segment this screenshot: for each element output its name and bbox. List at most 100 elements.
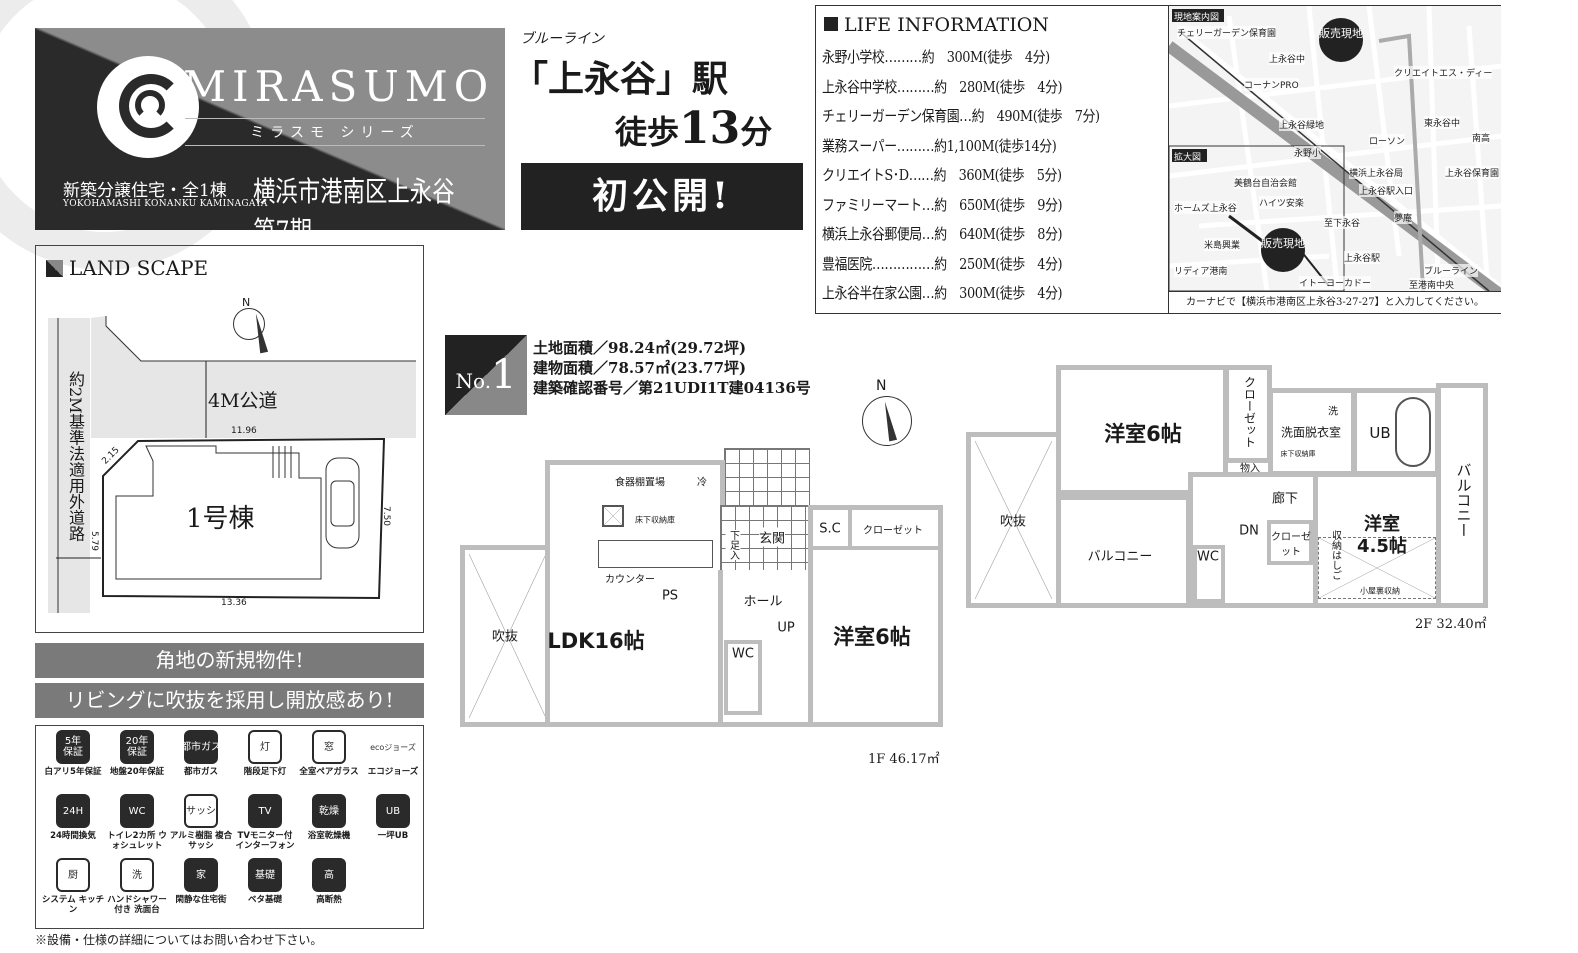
feature-icon: 洗 bbox=[120, 858, 154, 892]
life-info-item: クリエイトS･D……約 360M(徒歩 5分) bbox=[822, 166, 1062, 184]
feature-item: ecoジョーズエコジョーズ bbox=[361, 730, 425, 778]
map-label: イトーヨーカドー bbox=[1299, 276, 1372, 289]
label-ub: UB bbox=[1369, 424, 1391, 442]
feature-label: 都市ガス bbox=[183, 767, 218, 777]
entrance-porch bbox=[724, 448, 810, 506]
feature-label: TVモニター付 インターフォン bbox=[235, 831, 295, 851]
life-info-title: LIFE INFORMATION bbox=[824, 14, 1049, 36]
location-roman: YOKOHAMASHI KONANKU KAMINAGAYA bbox=[63, 199, 268, 209]
feature-label: ベタ基礎 bbox=[247, 895, 282, 905]
brand-name: MIRASUMO bbox=[183, 62, 495, 111]
map-label: 南高 bbox=[1472, 131, 1491, 144]
feature-label: システム キッチン bbox=[41, 895, 105, 915]
label-void-2f: 吹抜 bbox=[999, 514, 1027, 530]
life-information-panel: LIFE INFORMATION 永野小学校………約 300M(徒歩 4分) 上永… bbox=[815, 5, 1501, 314]
map-label: コーナンPRO bbox=[1244, 78, 1299, 91]
map-label: リディア港南 bbox=[1174, 264, 1228, 277]
map-label: 美鶴台自治会館 bbox=[1234, 176, 1298, 189]
feature-icon: 乾燥 bbox=[312, 794, 346, 828]
feature-item: 基礎ベタ基礎 bbox=[233, 858, 297, 905]
feature-icon: 基礎 bbox=[248, 858, 282, 892]
feature-item: 高高断熱 bbox=[297, 858, 361, 905]
dim-left: 5.79 bbox=[89, 530, 100, 552]
open-ceiling-banner: リビングに吹抜を採用し開放感あり! bbox=[35, 683, 424, 718]
sc-box bbox=[812, 510, 852, 550]
map-label: 米島興業 bbox=[1204, 238, 1241, 251]
label-entrance: 玄関 bbox=[758, 527, 786, 547]
feature-label: 24時間換気 bbox=[50, 831, 96, 841]
map-label: ハイツ安楽 bbox=[1259, 196, 1304, 209]
room-void-2f bbox=[966, 432, 1061, 608]
feature-icon: 家 bbox=[184, 858, 218, 892]
car-navi-note: カーナビで【横浜市港南区上永谷3-27-27】と入力してください。 bbox=[1169, 291, 1501, 313]
north-label: N bbox=[242, 296, 251, 309]
feature-item: 20年 保証地盤20年保証 bbox=[105, 730, 169, 777]
map-roads bbox=[1169, 6, 1501, 307]
label-ldk: LDK16帖 bbox=[547, 629, 645, 653]
landscape-panel: LAND SCAPE N 4M公道 約2M基準法適用外道路 1号棟 11.96 … bbox=[35, 245, 424, 633]
closet-box bbox=[852, 510, 938, 550]
north-compass-icon bbox=[233, 308, 265, 340]
site-plan-drawing bbox=[48, 316, 416, 613]
map-label: 永野小 bbox=[1294, 146, 1322, 159]
label-ps: PS bbox=[661, 588, 679, 604]
room-ldk bbox=[545, 460, 725, 727]
feature-item: 灯階段足下灯 bbox=[233, 730, 297, 777]
first-release-badge: 初公開! bbox=[521, 163, 803, 230]
feature-item: TV TVモニター付 インターフォン bbox=[233, 794, 297, 851]
feature-label: 閑静な住宅街 bbox=[175, 895, 227, 905]
building-area: 建物面積／78.57㎡(23.77坪) bbox=[533, 359, 747, 377]
walk-suffix: 分 bbox=[740, 113, 773, 151]
life-info-item: 業務スーパー………約1,100M(徒歩14分) bbox=[822, 136, 1057, 155]
feature-item: 窓全室ペアガラス bbox=[297, 730, 361, 777]
feature-item: サッシアルミ樹脂 複合サッシ bbox=[169, 794, 233, 851]
feature-icon: TV bbox=[248, 794, 282, 828]
map-label: ブルーライン bbox=[1424, 264, 1479, 277]
feature-label: エコジョーズ bbox=[367, 767, 419, 777]
dim-right: 7.50 bbox=[381, 505, 392, 527]
feature-label: 高断熱 bbox=[316, 895, 342, 905]
map-label: 上永谷駅 bbox=[1344, 251, 1381, 264]
room-bath bbox=[1352, 388, 1440, 476]
plan-no: 1 bbox=[491, 352, 517, 398]
feature-icon: 24H bbox=[56, 794, 90, 828]
underfloor-hatch-icon bbox=[602, 505, 624, 527]
map-label: 夢庵 bbox=[1394, 211, 1413, 224]
map-site-marker: 販売現地 bbox=[1319, 18, 1363, 62]
feature-label: 一坪UB bbox=[377, 831, 409, 841]
walk-prefix: 徒歩 bbox=[615, 113, 680, 151]
feature-label: 白アリ5年保証 bbox=[44, 767, 102, 777]
label-underfloor-2f: 床下収納庫 bbox=[1280, 450, 1316, 458]
room-western-1f bbox=[808, 505, 943, 727]
label-dn: DN bbox=[1239, 523, 1259, 539]
feature-item: 乾燥浴室乾燥機 bbox=[297, 794, 361, 841]
life-info-item: 永野小学校………約 300M(徒歩 4分) bbox=[822, 48, 1050, 66]
label-shoe-storage: 下足入 bbox=[725, 530, 741, 560]
north-compass-icon bbox=[862, 396, 912, 446]
label-up: UP bbox=[777, 620, 795, 636]
dim-bottom: 13.36 bbox=[221, 598, 247, 608]
life-info-item: チェリーガーデン保育園…約 490M(徒歩 7分) bbox=[822, 107, 1100, 125]
feature-item: 24H 24時間換気 bbox=[41, 794, 105, 841]
room-wc-2f bbox=[1193, 545, 1225, 603]
feature-item: 5年 保証白アリ5年保証 bbox=[41, 730, 105, 777]
side-road-label: 約2M基準法適用外道路 bbox=[66, 371, 85, 542]
label-western45: 洋室4.5帖 bbox=[1357, 514, 1407, 557]
room-wc-1f bbox=[724, 640, 762, 715]
feature-icon: 5年 保証 bbox=[56, 730, 90, 764]
label-underfloor: 床下収納庫 bbox=[635, 515, 675, 525]
room-closet2-2f bbox=[1267, 520, 1313, 565]
walk-minutes: 13 bbox=[679, 103, 741, 154]
feature-label: 全室ペアガラス bbox=[299, 767, 359, 777]
feature-label: ハンドシャワー付き 洗面台 bbox=[107, 895, 167, 915]
life-info-item: ファミリーマート…約 650M(徒歩 9分) bbox=[822, 195, 1063, 214]
feature-icon: 窓 bbox=[312, 730, 346, 764]
property-type: 新築分譲住宅・全1棟 bbox=[63, 181, 227, 201]
label-western6-2f: 洋室6帖 bbox=[1104, 422, 1182, 446]
label-washroom: 洗面脱衣室 bbox=[1280, 425, 1342, 440]
label-void-1f: 吹抜 bbox=[491, 629, 519, 645]
corner-lot-banner: 角地の新規物件! bbox=[35, 643, 424, 678]
